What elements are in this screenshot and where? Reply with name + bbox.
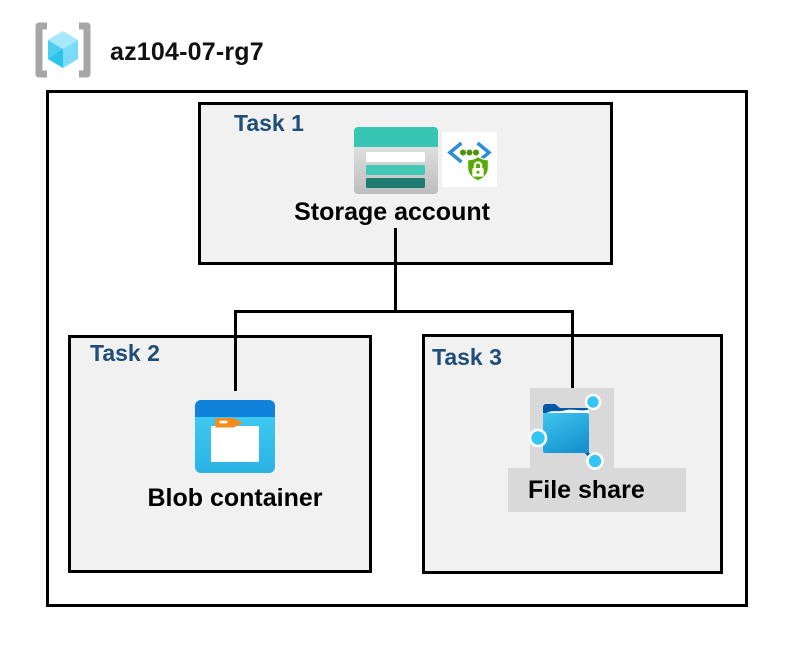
storage-account-label: Storage account: [294, 198, 490, 226]
storage-account-icon: [354, 127, 438, 194]
secure-access-icon: [442, 132, 497, 187]
connector-storage-stem: [394, 228, 397, 313]
blob-container-label: Blob container: [147, 484, 323, 512]
file-share-label: File share: [528, 475, 645, 504]
file-share-icon: [528, 393, 604, 470]
resource-group-title: az104-07-rg7: [110, 38, 264, 66]
resource-group-icon: [35, 22, 91, 78]
task3-label: Task 3: [432, 344, 502, 370]
task1-label: Task 1: [234, 110, 304, 136]
connector-horizontal: [234, 310, 574, 313]
file-share-label-bar: File share: [508, 468, 686, 512]
connector-fileshare-branch: [571, 310, 574, 390]
task2-label: Task 2: [90, 340, 160, 366]
blob-container-icon: [195, 400, 275, 473]
connector-blob-branch: [234, 310, 237, 391]
